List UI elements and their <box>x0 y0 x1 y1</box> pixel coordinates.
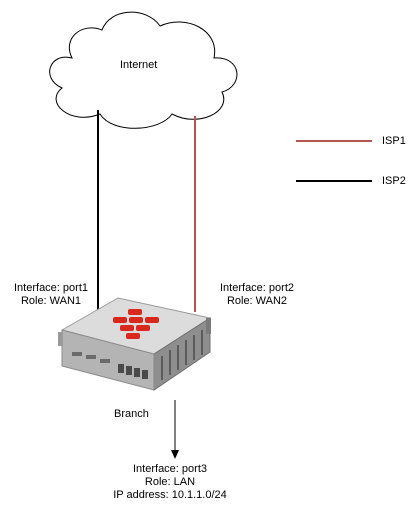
port1-interface: Interface: port1 <box>14 282 88 294</box>
firewall-appliance-icon <box>58 297 212 391</box>
legend-isp1-label: ISP1 <box>382 135 406 147</box>
port2-interface: Interface: port2 <box>220 282 294 294</box>
port3-interface: Interface: port3 <box>133 463 207 475</box>
arrow-down-icon <box>171 450 179 459</box>
port1-info: Interface: port1 Role: WAN1 <box>8 282 94 308</box>
port3-role: Role: LAN <box>144 476 196 488</box>
legend-isp2-label: ISP2 <box>382 175 406 187</box>
device-name: Branch <box>114 408 149 420</box>
port2-info: Interface: port2 Role: WAN2 <box>212 282 302 308</box>
port2-role: Role: WAN2 <box>226 295 288 307</box>
port1-role: Role: WAN1 <box>20 295 82 307</box>
port3-info: Interface: port3 Role: LAN IP address: 1… <box>100 463 240 502</box>
internet-label: Internet <box>120 59 158 71</box>
internet-cloud-icon <box>49 11 238 129</box>
port3-ip: IP address: 10.1.1.0/24 <box>113 489 227 501</box>
